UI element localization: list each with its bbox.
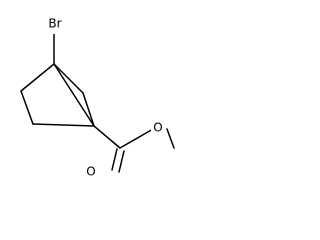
bond-carbonyl-carbon-to-ester-oxygen xyxy=(119,128,154,149)
ester-oxygen-label-mask xyxy=(151,120,165,136)
bond-bridgehead-bottom-to-carbonyl-carbon xyxy=(93,125,121,149)
bromine-atom-label: Br xyxy=(48,17,61,31)
bond-lower-ring-carbon-to-bridgehead-bottom xyxy=(32,123,95,127)
bond-carbonyl-double-bond-line-2 xyxy=(118,150,125,173)
bond-bridgehead-top-to-left-ring-carbon xyxy=(20,63,55,92)
molecule-structure-diagram: Br O O xyxy=(20,17,175,180)
bond-ester-oxygen-to-methyl xyxy=(166,128,175,149)
ester-oxygen-atom-label: O xyxy=(153,121,162,135)
carbonyl-oxygen-atom-label: O xyxy=(86,165,95,179)
bond-bridgehead-top-to-bridge-methylene xyxy=(53,63,84,94)
bond-left-ring-carbon-to-lower-ring-carbon xyxy=(20,90,34,125)
carbonyl-oxygen-label-mask xyxy=(84,164,98,180)
bond-carbonyl-double-bond-line-1 xyxy=(111,148,118,171)
bromine-label-mask xyxy=(45,18,65,34)
bond-bridge-methylene-to-bridgehead-bottom xyxy=(82,92,95,127)
bond-bridgehead-top-to-bridgehead-bottom xyxy=(53,63,95,127)
